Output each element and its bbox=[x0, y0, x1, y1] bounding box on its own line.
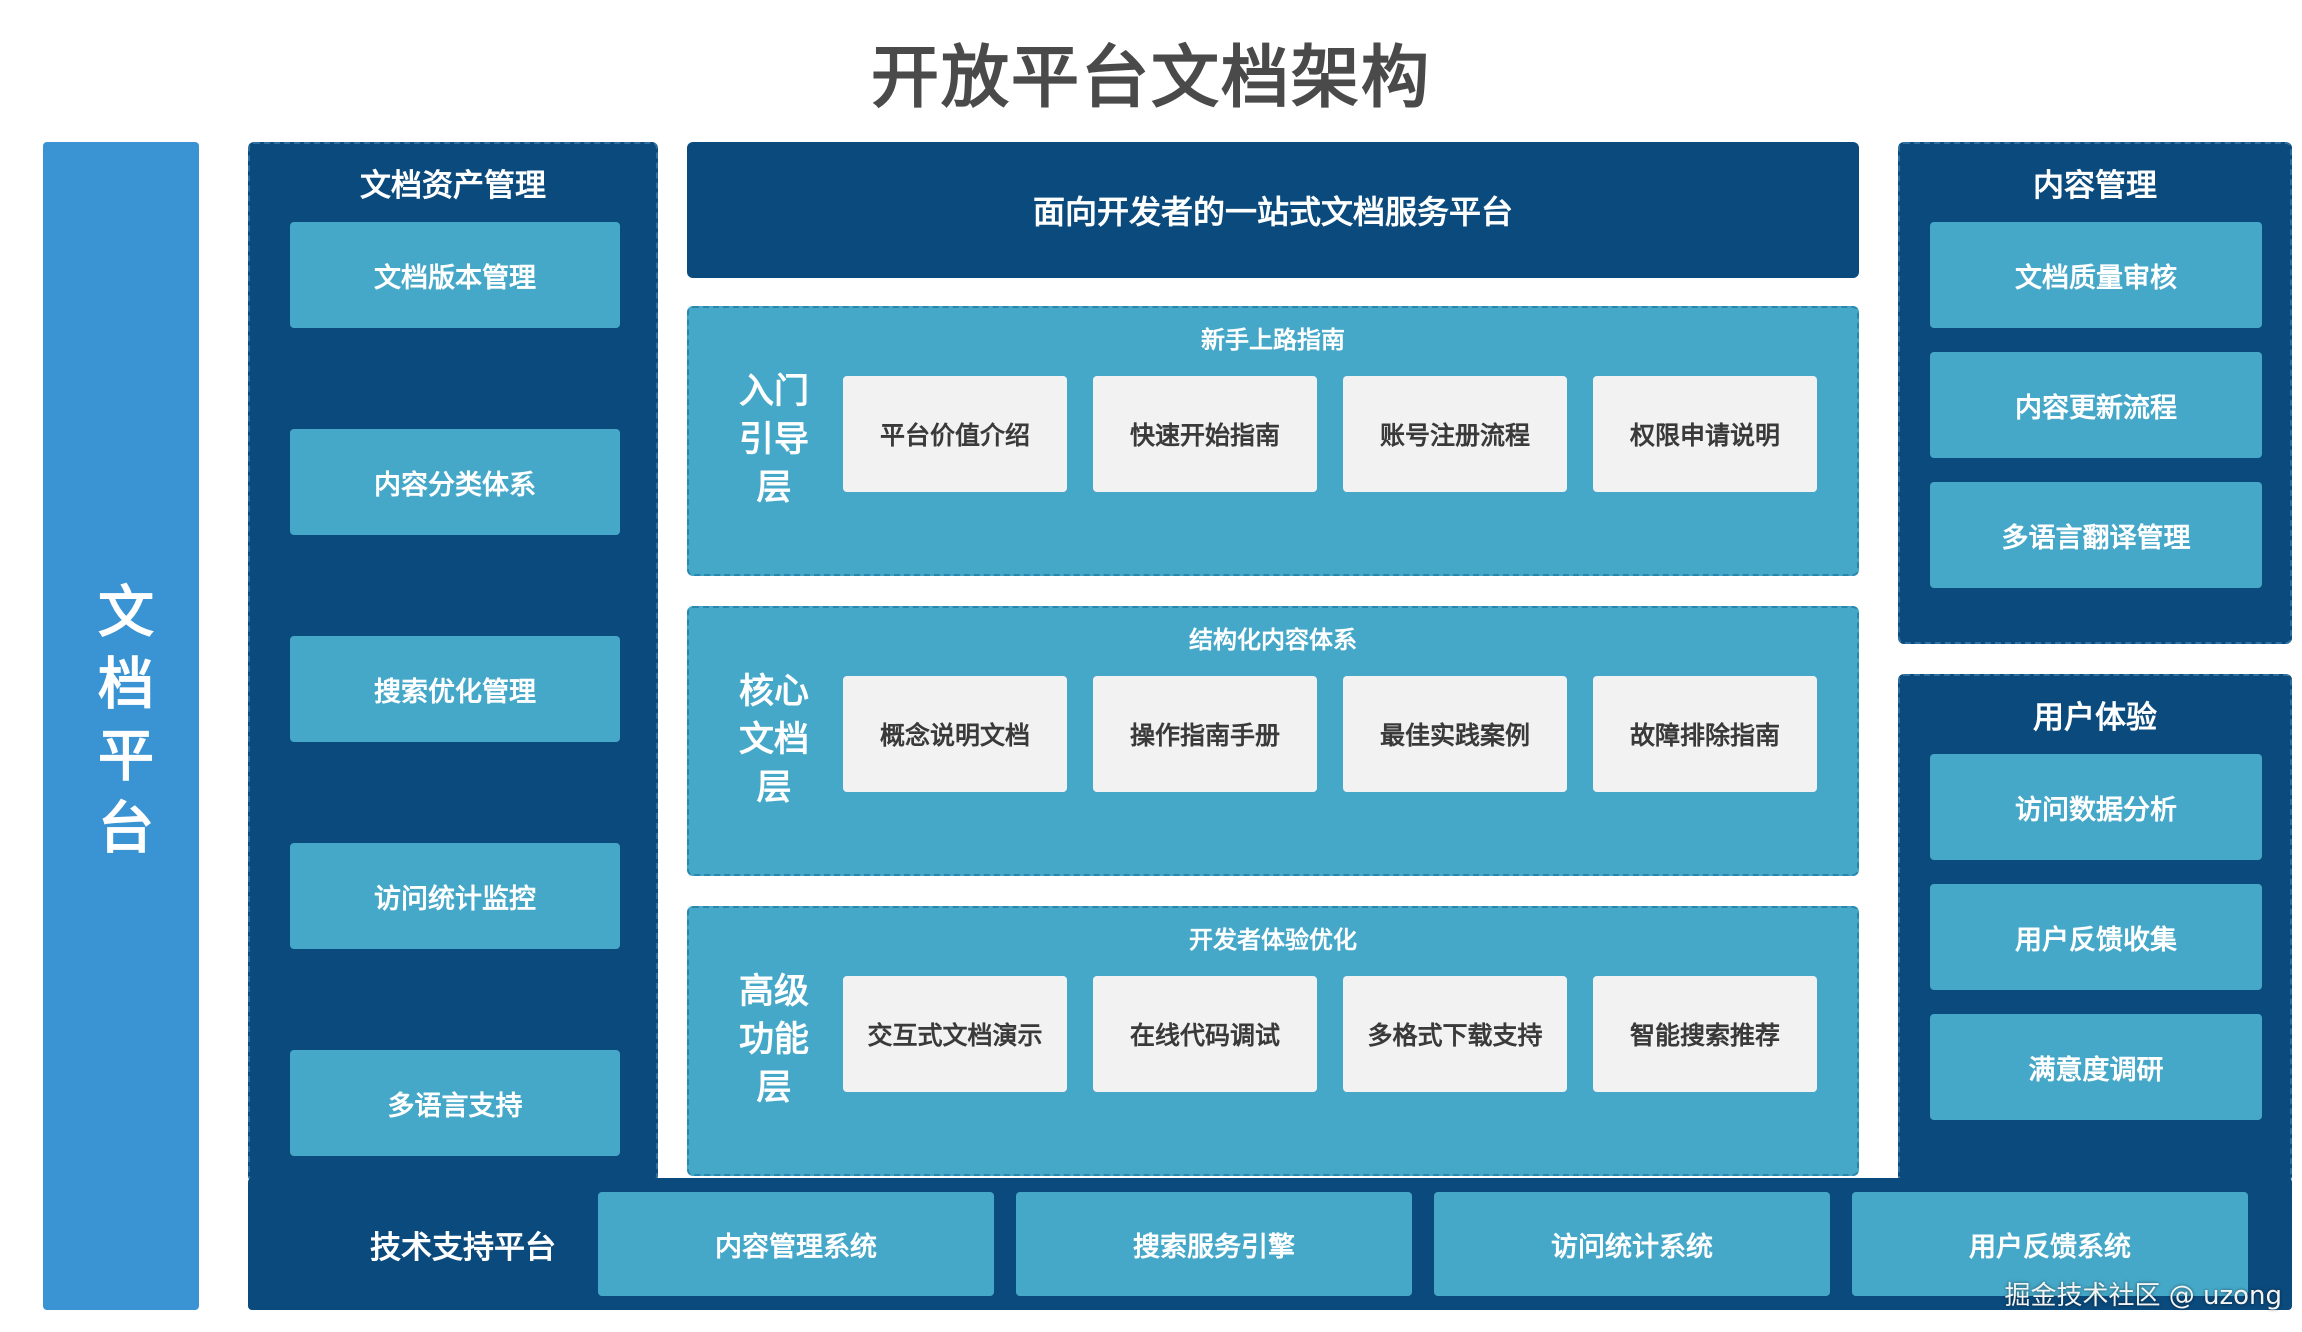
layer-card: 最佳实践案例 bbox=[1343, 676, 1567, 792]
layer-subtitle: 新手上路指南 bbox=[1201, 326, 1345, 354]
layer-core-docs: 结构化内容体系 核心文档层 概念说明文档 操作指南手册 最佳实践案例 故障排除指… bbox=[687, 606, 1859, 876]
layer-card: 权限申请说明 bbox=[1593, 376, 1817, 492]
bottom-item: 搜索服务引擎 bbox=[1016, 1192, 1412, 1296]
layer-card: 智能搜索推荐 bbox=[1593, 976, 1817, 1092]
layer-card: 平台价值介绍 bbox=[843, 376, 1067, 492]
right-panel-item: 多语言翻译管理 bbox=[1930, 482, 2262, 588]
bottom-item: 访问统计系统 bbox=[1434, 1192, 1830, 1296]
layer-card: 交互式文档演示 bbox=[843, 976, 1067, 1092]
right-panel-item: 访问数据分析 bbox=[1930, 754, 2262, 860]
left-panel-item: 文档版本管理 bbox=[290, 222, 620, 328]
layer-card: 操作指南手册 bbox=[1093, 676, 1317, 792]
right-panel-item: 内容更新流程 bbox=[1930, 352, 2262, 458]
layer-card: 在线代码调试 bbox=[1093, 976, 1317, 1092]
layer-name: 高级功能层 bbox=[738, 972, 809, 1108]
layer-advanced-features: 开发者体验优化 高级功能层 交互式文档演示 在线代码调试 多格式下载支持 智能搜… bbox=[687, 906, 1859, 1176]
layer-card: 多格式下载支持 bbox=[1343, 976, 1567, 1092]
right-panel-item: 满意度调研 bbox=[1930, 1014, 2262, 1120]
right-panel-title: 用户体验 bbox=[2033, 700, 2157, 736]
bottom-item: 用户反馈系统 bbox=[1852, 1192, 2248, 1296]
layer-card: 账号注册流程 bbox=[1343, 376, 1567, 492]
center-banner: 面向开发者的一站式文档服务平台 bbox=[687, 142, 1859, 278]
layer-name: 核心文档层 bbox=[738, 672, 809, 808]
layer-subtitle: 开发者体验优化 bbox=[1189, 926, 1357, 954]
left-panel-title: 文档资产管理 bbox=[360, 168, 546, 204]
bottom-support-bar: 技术支持平台 内容管理系统 搜索服务引擎 访问统计系统 用户反馈系统 bbox=[248, 1178, 2292, 1310]
left-panel-item: 搜索优化管理 bbox=[290, 636, 620, 742]
left-panel-item: 访问统计监控 bbox=[290, 843, 620, 949]
layer-card: 快速开始指南 bbox=[1093, 376, 1317, 492]
right-panel-content-management: 内容管理 文档质量审核 内容更新流程 多语言翻译管理 bbox=[1898, 142, 2292, 644]
watermark: 掘金技术社区 @ uzong bbox=[2004, 1281, 2282, 1311]
page-title: 开放平台文档架构 bbox=[870, 39, 1431, 118]
right-panel-title: 内容管理 bbox=[2033, 168, 2157, 204]
side-label-text: 文档平台 bbox=[88, 582, 154, 870]
layer-name: 入门引导层 bbox=[738, 372, 809, 508]
layer-card: 故障排除指南 bbox=[1593, 676, 1817, 792]
bottom-item: 内容管理系统 bbox=[598, 1192, 994, 1296]
bottom-title: 技术支持平台 bbox=[370, 1229, 556, 1266]
layer-getting-started: 新手上路指南 入门引导层 平台价值介绍 快速开始指南 账号注册流程 权限申请说明 bbox=[687, 306, 1859, 576]
left-panel-item: 多语言支持 bbox=[290, 1050, 620, 1156]
right-panel-user-experience: 用户体验 访问数据分析 用户反馈收集 满意度调研 bbox=[1898, 674, 2292, 1182]
layer-card: 概念说明文档 bbox=[843, 676, 1067, 792]
left-panel-asset-management: 文档资产管理 文档版本管理 内容分类体系 搜索优化管理 访问统计监控 多语言支持 bbox=[248, 142, 658, 1182]
left-panel-item: 内容分类体系 bbox=[290, 429, 620, 535]
layer-subtitle: 结构化内容体系 bbox=[1189, 626, 1357, 654]
side-label-panel: 文档平台 bbox=[43, 142, 199, 1310]
right-panel-item: 用户反馈收集 bbox=[1930, 884, 2262, 990]
right-panel-item: 文档质量审核 bbox=[1930, 222, 2262, 328]
